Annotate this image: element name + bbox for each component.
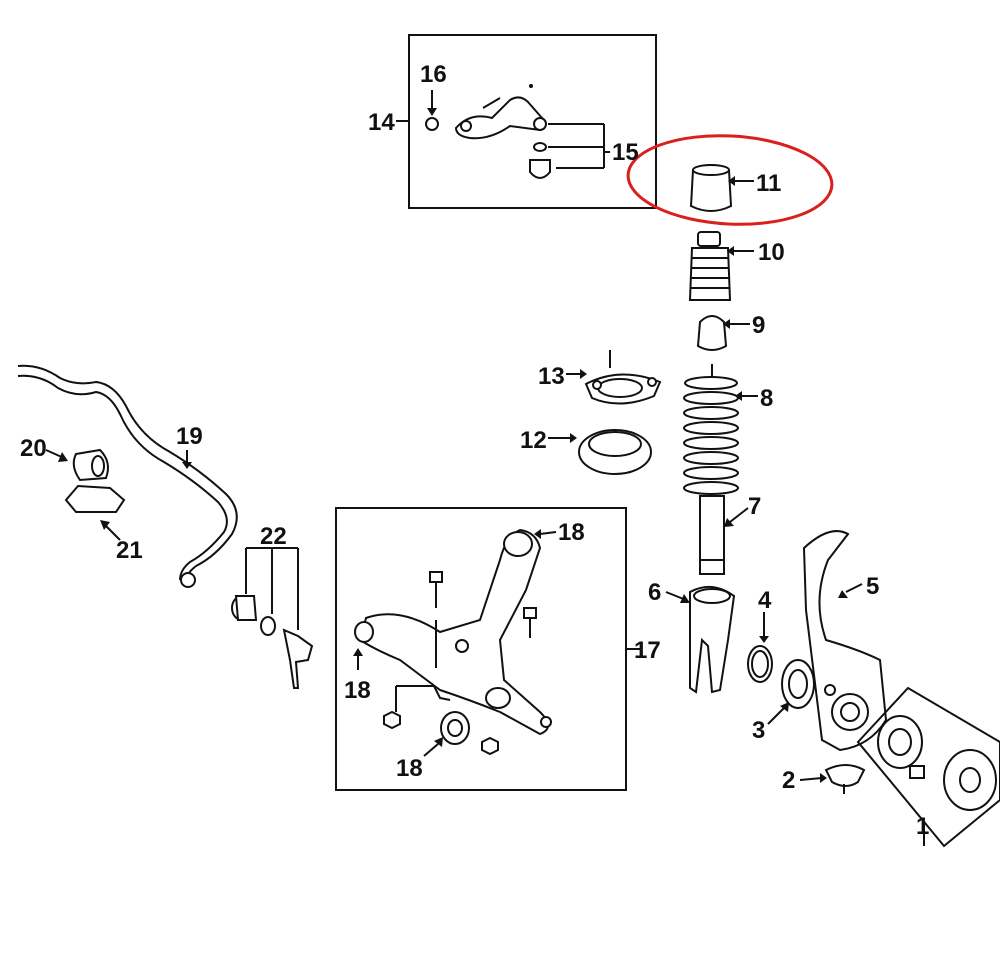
upper-arm-inset: [396, 34, 657, 209]
part-13-strut-mount[interactable]: [566, 350, 662, 405]
lower-arm-inset: [335, 507, 640, 791]
part-4-snap-ring[interactable]: [747, 612, 773, 683]
part-12-spring-seat[interactable]: [548, 429, 652, 475]
part-3-wheel-bearing[interactable]: [767, 659, 815, 725]
label-5: 5: [866, 573, 879, 600]
part-11-bump-stop[interactable]: [689, 164, 754, 212]
part-20-stabilizer-bushing[interactable]: [45, 448, 109, 482]
label-20: 20: [20, 435, 47, 462]
label-18-left: 18: [344, 677, 371, 704]
part-19-stabilizer-bar[interactable]: [17, 364, 238, 588]
label-17: 17: [634, 637, 661, 664]
highlight-circle: [626, 134, 834, 226]
label-22: 22: [260, 523, 287, 550]
label-3: 3: [752, 717, 765, 744]
label-9: 9: [752, 312, 765, 339]
label-6: 6: [648, 579, 661, 606]
label-7: 7: [748, 493, 761, 520]
part-9-bumper[interactable]: [696, 315, 750, 351]
label-18-upper: 18: [558, 519, 585, 546]
label-19: 19: [176, 423, 203, 450]
part-10-dust-boot[interactable]: [688, 231, 754, 301]
part-5-steering-knuckle[interactable]: [802, 530, 888, 752]
part-1-hub-assembly[interactable]: [856, 686, 1000, 848]
label-12: 12: [520, 427, 547, 454]
label-4: 4: [758, 587, 772, 614]
part-8-coil-spring[interactable]: [683, 364, 758, 495]
label-8: 8: [760, 385, 773, 412]
part-2-ball-joint[interactable]: [799, 764, 866, 794]
part-6-strut-fork[interactable]: [665, 585, 736, 694]
part-22-stabilizer-link[interactable]: [231, 547, 314, 689]
part-7-strut[interactable]: [699, 495, 749, 575]
label-13: 13: [538, 363, 565, 390]
label-16: 16: [420, 61, 447, 88]
label-18-lower: 18: [396, 755, 423, 782]
label-1: 1: [916, 813, 929, 840]
label-21: 21: [116, 537, 143, 564]
label-2: 2: [782, 767, 795, 794]
part-21-bushing-bracket[interactable]: [64, 484, 126, 541]
label-11: 11: [756, 170, 781, 197]
label-15: 15: [612, 139, 639, 166]
label-10: 10: [758, 239, 785, 266]
label-14: 14: [368, 109, 395, 136]
